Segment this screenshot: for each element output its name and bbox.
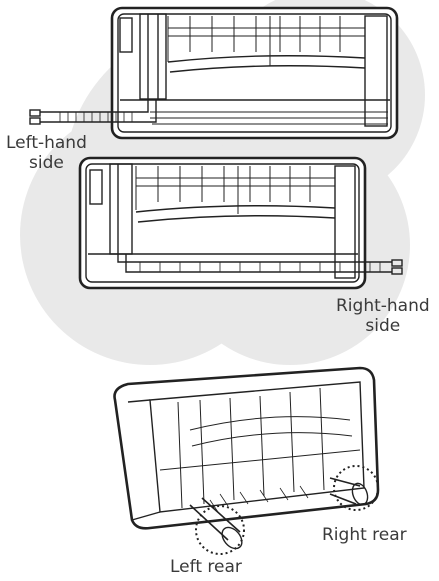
label-right-hand-line1: Right-hand	[336, 296, 430, 316]
highlight-left-rear	[195, 505, 245, 555]
label-right-rear: Right rear	[322, 525, 407, 545]
unit-right-hand-side	[78, 156, 403, 290]
highlight-right-rear	[333, 465, 379, 511]
label-left-rear: Left rear	[170, 557, 242, 577]
label-left-hand-line1: Left-hand	[6, 133, 87, 153]
unit-rear-piping	[113, 366, 380, 550]
unit-left-hand-side	[29, 6, 399, 140]
label-right-hand-side: Right-hand side	[336, 296, 430, 336]
label-left-hand-side: Left-hand side	[6, 133, 87, 173]
label-right-hand-line2: side	[365, 316, 401, 336]
label-left-hand-line2: side	[29, 153, 64, 173]
